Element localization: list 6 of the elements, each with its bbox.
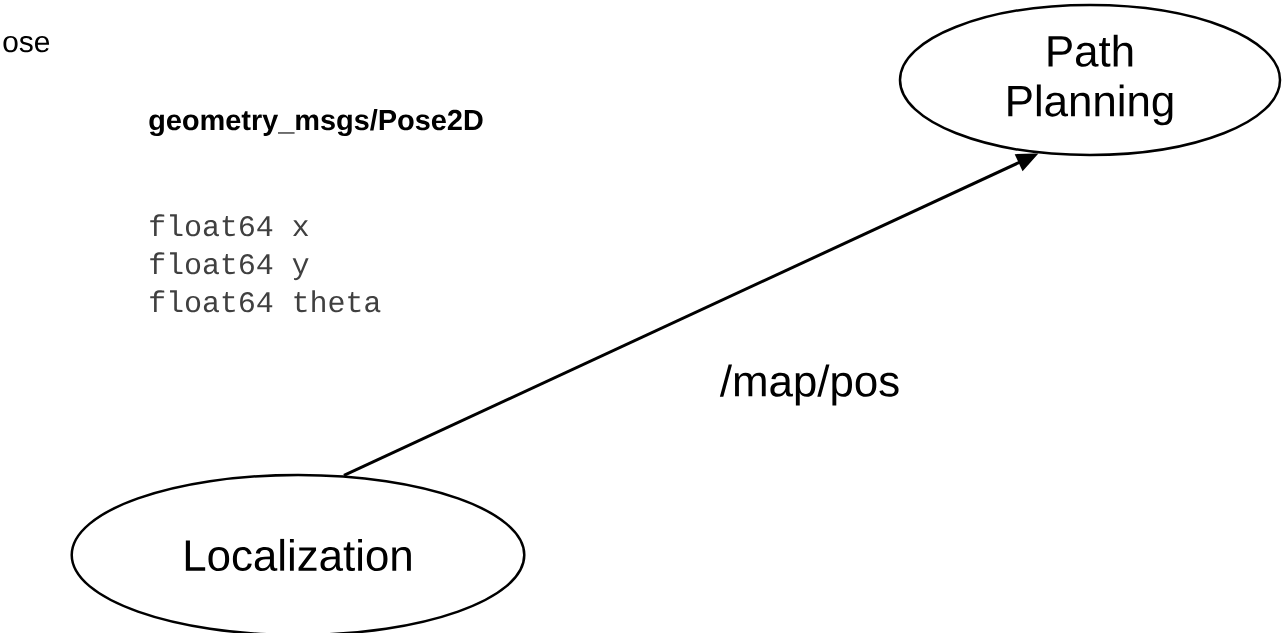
edge-label: /map/pos	[719, 364, 899, 406]
field-line: float64 x	[150, 214, 309, 237]
field-line: float64 theta	[150, 290, 381, 313]
label-text: ose	[3, 35, 50, 53]
field-line: float64 y	[150, 252, 309, 281]
message-type-heading: geometry_msgs/Pose2D	[149, 109, 483, 137]
